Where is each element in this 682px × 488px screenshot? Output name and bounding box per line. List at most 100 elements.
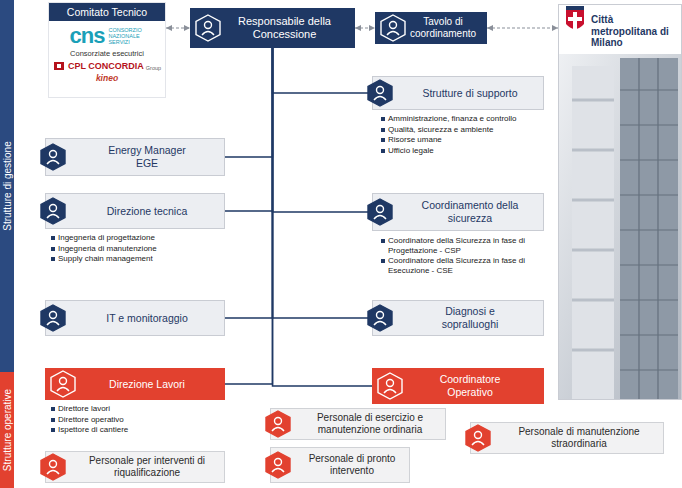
process-box: IT e monitoraggio xyxy=(45,300,225,336)
icon-glyph xyxy=(387,32,399,36)
building-face xyxy=(572,66,614,399)
hex-shape xyxy=(368,80,392,106)
box-label: Coordinamento della sicurezza xyxy=(403,199,537,224)
building-glass xyxy=(620,58,678,399)
icon-glyph xyxy=(374,322,386,326)
org-line xyxy=(225,48,273,384)
logo-row: kineo xyxy=(49,73,165,83)
hex-icon xyxy=(40,143,66,171)
process-box: Direzione tecnica xyxy=(45,193,225,229)
org-line xyxy=(273,48,373,386)
hex-icon xyxy=(367,79,393,107)
box-label: IT e monitoraggio xyxy=(76,312,218,325)
box-label: Energy Manager EGE xyxy=(102,144,192,169)
hex-icon xyxy=(195,14,221,42)
building-mullions xyxy=(620,58,678,399)
org-line xyxy=(273,48,373,93)
icon-glyph xyxy=(47,161,59,165)
process-box: Energy Manager EGE xyxy=(45,138,225,176)
icon-glyph xyxy=(390,22,397,29)
logo-row: Consorziate esecutrici xyxy=(49,49,165,58)
icon-glyph xyxy=(384,390,396,394)
icon-glyph xyxy=(377,312,384,319)
bullet-item: Direttore operativo xyxy=(50,415,220,425)
icon-glyph xyxy=(205,22,212,29)
box-label: Personale di manutenzione straordinaria xyxy=(501,426,657,450)
icon-glyph xyxy=(275,418,282,425)
org-line xyxy=(225,48,273,211)
icon-glyph xyxy=(50,205,57,212)
process-box: Strutture di supporto xyxy=(372,76,544,110)
icon-glyph xyxy=(47,215,59,219)
dashed-link xyxy=(355,27,375,28)
icon-glyph xyxy=(47,322,59,326)
logo-text: kineo xyxy=(49,73,165,83)
bullet-item: Ufficio legale xyxy=(380,146,540,156)
box-label: Responsabile della Concessione xyxy=(221,15,348,41)
bullet-item: Amministrazione, finanza e controllo xyxy=(380,114,540,124)
icon-glyph xyxy=(387,380,394,387)
staff-box: Personale di pronto intervento xyxy=(270,447,410,483)
icon-glyph xyxy=(50,151,57,158)
org-line xyxy=(273,48,373,212)
hex-shape xyxy=(266,411,290,437)
box-label: Personale per interventi di riqualificaz… xyxy=(76,455,218,479)
hex-icon xyxy=(380,14,406,42)
hex-shape xyxy=(368,305,392,331)
logo-text: CPL CONCORDIA xyxy=(68,61,144,71)
hex-icon xyxy=(367,304,393,332)
org-line xyxy=(225,48,273,318)
section-band: Strutture operative xyxy=(0,372,14,488)
icon-glyph xyxy=(275,459,282,466)
dashed-link xyxy=(166,27,190,28)
hex-shape xyxy=(378,373,402,399)
hex-icon xyxy=(50,370,76,398)
band-label: Strutture di gestione xyxy=(2,141,13,231)
hex-shape xyxy=(381,15,405,41)
operative-box: Direzione Lavori xyxy=(45,368,225,400)
icon-glyph xyxy=(472,442,484,446)
box-label: Personale di esercizio e manutenzione or… xyxy=(305,412,435,436)
building-photo xyxy=(559,54,681,399)
bullet-item: Coordinatore della Sicurezza in fase di … xyxy=(380,236,540,255)
logo-mark xyxy=(53,61,65,71)
hex-shape xyxy=(368,199,392,225)
head-box: Responsabile della Concessione xyxy=(190,8,355,48)
hex-shape xyxy=(466,425,490,451)
hex-shape xyxy=(41,305,65,331)
hex-shape xyxy=(196,15,220,41)
icon-glyph xyxy=(377,206,384,213)
icon-glyph xyxy=(374,216,386,220)
process-box: Coordinamento della sicurezza xyxy=(372,193,544,231)
hex-shape xyxy=(41,198,65,224)
logo-row: CPL CONCORDIAGroup xyxy=(49,61,165,71)
icon-glyph xyxy=(202,32,214,36)
staff-box: Personale per interventi di riqualificaz… xyxy=(45,451,225,483)
hex-icon xyxy=(40,304,66,332)
icon-glyph xyxy=(475,432,482,439)
logo-row: cnsCONSORZIO NAZIONALE SERVIZI xyxy=(49,25,165,47)
box-label: Coordinatore Operativo xyxy=(425,373,515,398)
hex-icon xyxy=(465,424,491,452)
icon-glyph xyxy=(50,312,57,319)
hex-shape xyxy=(41,144,65,170)
box-label: Tavolo di coordinamento xyxy=(406,16,480,40)
icon-glyph xyxy=(57,388,69,392)
icon-glyph xyxy=(272,428,284,432)
section-band: Strutture di gestione xyxy=(0,0,14,372)
hex-icon xyxy=(265,410,291,438)
committee-header: Comitato Tecnico xyxy=(49,3,165,21)
city-emblem-cross xyxy=(568,17,582,21)
hex-icon xyxy=(40,453,66,481)
dashed-link xyxy=(487,27,558,28)
bullet-item: Direttore lavori xyxy=(50,404,220,414)
logo-mark-shape xyxy=(54,62,64,70)
logo-subtext: Group xyxy=(146,65,161,71)
hex-shape xyxy=(266,452,290,478)
org-line xyxy=(273,48,373,318)
bullet-item: Ingegneria di progettazione xyxy=(50,233,220,243)
city-emblem-crown xyxy=(566,6,584,10)
box-label: Direzione Lavori xyxy=(76,378,218,391)
process-box: Diagnosi e sopralluoghi xyxy=(372,300,544,336)
